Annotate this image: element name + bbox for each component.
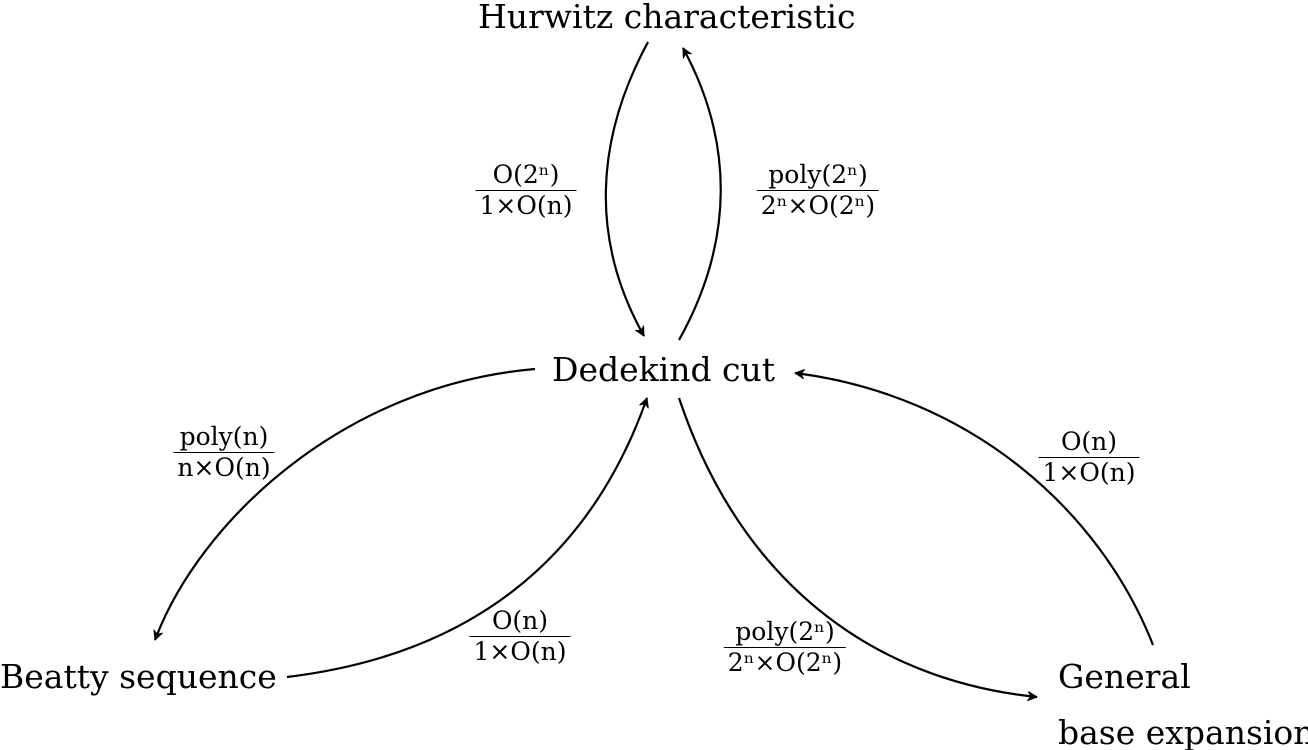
node-beatty-sequence: Beatty sequence <box>0 657 277 696</box>
edge-label-denominator: 1×O(n) <box>1038 456 1140 487</box>
edge-general-to-dedekind <box>794 369 1155 646</box>
edge-label-numerator: O(2ⁿ) <box>492 160 560 189</box>
node-general-base-expansion-line1: General <box>1058 657 1191 696</box>
edge-label-denominator: 1×O(n) <box>475 189 577 220</box>
node-general-base-expansion-line2: base expansion <box>1058 713 1308 750</box>
edge-label-denominator: 2ⁿ×O(2ⁿ) <box>756 189 880 220</box>
edge-label-beatty-to-dedekind: O(n) 1×O(n) <box>469 606 571 666</box>
edge-label-denominator: 1×O(n) <box>469 635 571 666</box>
edge-label-numerator: poly(n) <box>179 422 269 451</box>
edge-label-dedekind-to-general: poly(2ⁿ) 2ⁿ×O(2ⁿ) <box>723 617 847 677</box>
edge-label-general-to-dedekind: O(n) 1×O(n) <box>1038 427 1140 487</box>
node-dedekind-cut: Dedekind cut <box>552 350 776 389</box>
edge-label-numerator: poly(2ⁿ) <box>768 160 868 189</box>
edge-label-dedekind-to-beatty: poly(n) n×O(n) <box>173 422 275 482</box>
edge-dedekind-to-general <box>677 397 1038 702</box>
edge-label-numerator: poly(2ⁿ) <box>735 617 835 646</box>
edge-label-denominator: 2ⁿ×O(2ⁿ) <box>723 646 847 677</box>
edge-label-hurwitz-to-dedekind: O(2ⁿ) 1×O(n) <box>475 160 577 220</box>
edge-dedekind-to-beatty <box>153 367 536 641</box>
edge-beatty-to-dedekind <box>286 397 649 679</box>
edge-label-numerator: O(n) <box>491 606 549 635</box>
edge-dedekind-to-hurwitz <box>678 47 722 341</box>
edge-label-numerator: O(n) <box>1060 427 1118 456</box>
edge-label-dedekind-to-hurwitz: poly(2ⁿ) 2ⁿ×O(2ⁿ) <box>756 160 880 220</box>
node-hurwitz-characteristic: Hurwitz characteristic <box>478 0 856 36</box>
edge-hurwitz-to-dedekind <box>604 41 649 337</box>
edge-label-denominator: n×O(n) <box>173 451 275 482</box>
